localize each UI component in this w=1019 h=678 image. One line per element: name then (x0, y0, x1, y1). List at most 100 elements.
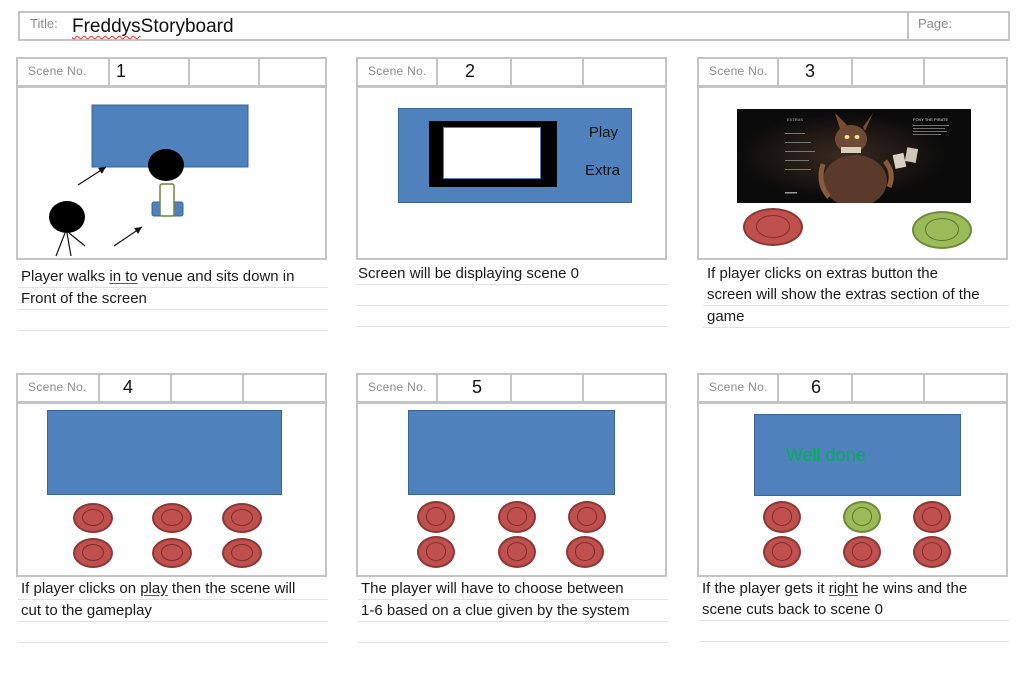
scene-4-header: Scene No. 4 (16, 373, 327, 403)
play-menu-option: Play (588, 124, 618, 141)
caption-part: If player clicks on (21, 580, 141, 597)
header-cell (512, 59, 584, 85)
caption-rule (703, 327, 1009, 328)
well-done-text: Well done (786, 445, 866, 465)
choice-button-5 (498, 536, 536, 568)
scene-label: Scene No. (28, 64, 87, 78)
caption-line: game (707, 308, 745, 325)
correct-choice-button (843, 501, 881, 533)
choice-button-6 (913, 536, 951, 568)
choice-button-4 (763, 536, 801, 568)
scene-label: Scene No. (368, 64, 427, 78)
caption-line: Screen will be displaying scene 0 (358, 265, 579, 282)
extras-character-name: FOXY THE PIRATE (913, 117, 948, 122)
caption-line: Player walks in to venue and sits down i… (18, 266, 328, 287)
scene-label-cell: Scene No. (358, 375, 438, 401)
scene-2-frame: Play Extra (356, 86, 667, 260)
extras-screenshot: EXTRAS FOXY THE P (737, 109, 971, 203)
choice-button-3 (568, 501, 606, 533)
caption-part: venue and sits down in (137, 268, 295, 285)
caption-rule (358, 621, 668, 622)
scene-label-cell: Scene No. (18, 59, 110, 85)
header-cell (853, 59, 925, 85)
caption-rule (18, 287, 328, 288)
scene-label-cell: Scene No. (358, 59, 438, 85)
extras-red-button (743, 208, 803, 246)
caption-part: he wins and the (857, 580, 968, 597)
title-word: Freddys (72, 16, 141, 37)
scene-number: 1 (116, 61, 127, 81)
choice-button-2 (152, 503, 192, 533)
caption-rule (18, 642, 328, 643)
caption-rule (356, 305, 668, 306)
scene-1-drawing (49, 104, 249, 257)
extras-green-button (912, 211, 972, 249)
title-bar: Title: Freddys Storyboard Page: (18, 11, 1010, 41)
caption-rule (699, 641, 1009, 642)
walking-player-head (49, 201, 85, 233)
screen-bezel (429, 121, 557, 187)
scene-number-cell (438, 375, 512, 401)
extras-heading: EXTRAS (787, 117, 803, 122)
scene-2-header: Scene No. 2 (356, 57, 667, 87)
extra-menu-option: Extra (584, 162, 620, 179)
caption-rule (18, 599, 328, 600)
game-screen: Play Extra (398, 108, 632, 203)
caption-part: If the player gets it (702, 580, 829, 597)
choice-button-4 (73, 538, 113, 568)
caption-line: Front of the screen (21, 290, 147, 307)
choice-button-5 (152, 538, 192, 568)
caption-part: play (140, 580, 168, 597)
title-rest: Storyboard (140, 16, 234, 37)
caption-rule (18, 330, 328, 331)
scene-5-header: Scene No. 5 (356, 373, 667, 403)
scene-1-header: Scene No. 1 (16, 57, 327, 87)
choice-button-2 (498, 501, 536, 533)
result-screen: Well done (754, 414, 961, 496)
gameplay-screen (408, 410, 615, 495)
choice-button-6 (222, 538, 262, 568)
scene-label-cell: Scene No. (699, 375, 779, 401)
scene-6-header: Scene No. 6 (697, 373, 1008, 403)
page-divider (907, 13, 909, 39)
caption-line: If player clicks on play then the scene … (18, 578, 328, 599)
scene-5-frame (356, 402, 667, 577)
seated-player-head (148, 149, 184, 181)
choice-button-1 (417, 501, 455, 533)
scene-label: Scene No. (368, 380, 427, 394)
caption-part: then the scene will (167, 580, 296, 597)
caption-line: scene cuts back to scene 0 (702, 601, 883, 618)
scene-number-cell (779, 59, 853, 85)
scene-label: Scene No. (709, 64, 768, 78)
caption-rule (356, 326, 668, 327)
choice-button-5 (843, 536, 881, 568)
scene-6-caption: If the player gets it right he wins and … (699, 578, 1009, 642)
scene-label-cell: Scene No. (699, 59, 779, 85)
scene-5-caption: The player will have to choose between 1… (358, 578, 668, 643)
caption-rule (699, 620, 1009, 621)
caption-rule (356, 284, 668, 285)
scene-label: Scene No. (28, 380, 87, 394)
scene-number-cell (438, 59, 512, 85)
caption-part: right (828, 580, 858, 597)
caption-line: screen will show the extras section of t… (707, 286, 980, 303)
walking-player-leg (66, 232, 72, 257)
caption-line: The player will have to choose between (361, 580, 624, 597)
scene-number: 4 (123, 377, 134, 397)
scene-label-cell: Scene No. (18, 375, 100, 401)
caption-line: If the player gets it right he wins and … (699, 578, 1009, 599)
gameplay-screen (47, 410, 282, 495)
caption-line: cut to the gameplay (21, 602, 152, 619)
title-label: Title: (30, 16, 58, 31)
scene-number: 2 (465, 61, 476, 81)
caption-rule (358, 599, 668, 600)
scene-3-caption: If player clicks on extras button the sc… (703, 263, 1009, 328)
caption-line: If player clicks on extras button the (707, 265, 938, 282)
caption-rule (18, 621, 328, 622)
walk-arrow (77, 166, 107, 186)
scene-3-frame: EXTRAS FOXY THE P (697, 86, 1008, 260)
caption-rule (18, 309, 328, 310)
page-label: Page: (918, 16, 952, 31)
header-cell (190, 59, 260, 85)
scene-number: 6 (811, 377, 822, 397)
